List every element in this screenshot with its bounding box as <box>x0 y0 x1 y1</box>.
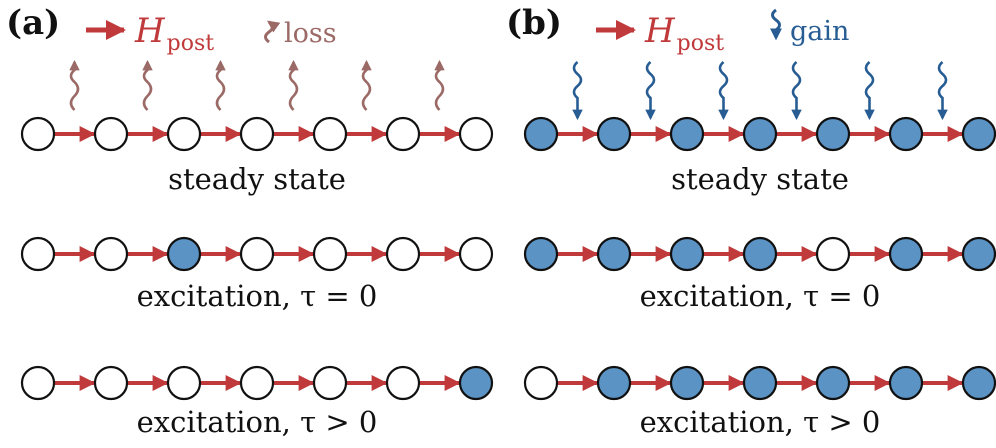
chains: steady state excitation, τ = 0 excitation,… <box>20 59 494 439</box>
gain-arrow-icon <box>572 61 583 121</box>
legend-hamiltonian: Hpost <box>596 11 724 56</box>
loss-arrow-icon <box>142 59 153 111</box>
site-filled <box>458 365 494 401</box>
site-filled <box>596 365 632 401</box>
panel-label: (a) <box>6 3 60 43</box>
site-filled <box>888 236 924 272</box>
chain-row: excitation, τ > 0 <box>523 365 996 439</box>
site-filled <box>815 116 851 152</box>
site-filled <box>596 236 632 272</box>
gain-arrow-icon <box>791 61 802 121</box>
legend-bath: loss <box>264 18 337 49</box>
svg-text:Hpost: Hpost <box>644 11 724 56</box>
site-empty <box>523 365 559 401</box>
hamiltonian-symbol: H <box>644 11 676 51</box>
site-filled <box>166 236 202 272</box>
svg-text:Hpost: Hpost <box>134 11 214 56</box>
gain-arrow-icon <box>770 8 782 41</box>
gain-arrow-icon <box>937 61 948 121</box>
row-caption: excitation, τ = 0 <box>640 279 881 313</box>
site-empty <box>458 116 494 152</box>
loss-arrow-icon <box>69 59 80 111</box>
site-filled <box>669 365 705 401</box>
hamiltonian-subscript: post <box>167 31 215 56</box>
site-empty <box>312 236 348 272</box>
site-empty <box>93 365 129 401</box>
loss-arrow-icon <box>288 59 299 111</box>
site-filled <box>961 236 996 272</box>
site-filled <box>742 116 778 152</box>
site-filled <box>523 116 559 152</box>
site-filled <box>523 236 559 272</box>
site-empty <box>239 116 275 152</box>
row-caption: excitation, τ > 0 <box>640 405 881 439</box>
loss-arrow-icon <box>361 59 372 111</box>
site-empty <box>20 236 56 272</box>
chain-row: excitation, τ = 0 <box>523 236 996 313</box>
site-empty <box>312 365 348 401</box>
site-filled <box>961 116 996 152</box>
site-filled <box>742 236 778 272</box>
row-caption: steady state <box>168 162 346 196</box>
gain-arrow-icon <box>864 61 875 121</box>
row-caption: excitation, τ = 0 <box>137 279 378 313</box>
panel-b: (b) Hpost gain steady state excitation, τ… <box>506 3 996 439</box>
site-empty <box>239 365 275 401</box>
row-caption: steady state <box>671 162 849 196</box>
site-empty <box>385 365 421 401</box>
site-filled <box>742 365 778 401</box>
site-empty <box>312 116 348 152</box>
chain-row: steady state <box>20 59 494 196</box>
site-empty <box>166 116 202 152</box>
site-empty <box>20 365 56 401</box>
site-filled <box>961 365 996 401</box>
gain-arrow-icon <box>718 61 729 121</box>
site-filled <box>596 116 632 152</box>
legend-bath: gain <box>770 8 849 47</box>
loss-arrow-icon <box>215 59 226 111</box>
site-empty <box>20 116 56 152</box>
legend-hamiltonian: Hpost <box>86 11 214 56</box>
site-empty <box>93 116 129 152</box>
loss-arrow-icon <box>434 59 445 111</box>
site-empty <box>458 236 494 272</box>
bath-word: loss <box>284 18 337 49</box>
site-filled <box>888 365 924 401</box>
chain-row: excitation, τ > 0 <box>20 365 494 439</box>
site-empty <box>385 116 421 152</box>
site-filled <box>815 365 851 401</box>
bath-word: gain <box>790 16 849 47</box>
site-empty <box>239 236 275 272</box>
site-filled <box>669 236 705 272</box>
chain-row: excitation, τ = 0 <box>20 236 494 313</box>
hamiltonian-symbol: H <box>134 11 166 51</box>
site-filled <box>669 116 705 152</box>
panel-label: (b) <box>506 3 562 43</box>
chain-row: steady state <box>523 61 996 196</box>
gain-arrow-icon <box>645 61 656 121</box>
site-empty <box>93 236 129 272</box>
row-caption: excitation, τ > 0 <box>137 405 378 439</box>
site-empty <box>815 236 851 272</box>
chains: steady state excitation, τ = 0 excitation,… <box>523 61 996 439</box>
hamiltonian-subscript: post <box>677 31 725 56</box>
site-filled <box>888 116 924 152</box>
panel-a: (a) Hpost loss steady state excitation, τ… <box>6 3 494 439</box>
site-empty <box>166 365 202 401</box>
site-empty <box>385 236 421 272</box>
loss-arrow-icon <box>264 20 281 44</box>
